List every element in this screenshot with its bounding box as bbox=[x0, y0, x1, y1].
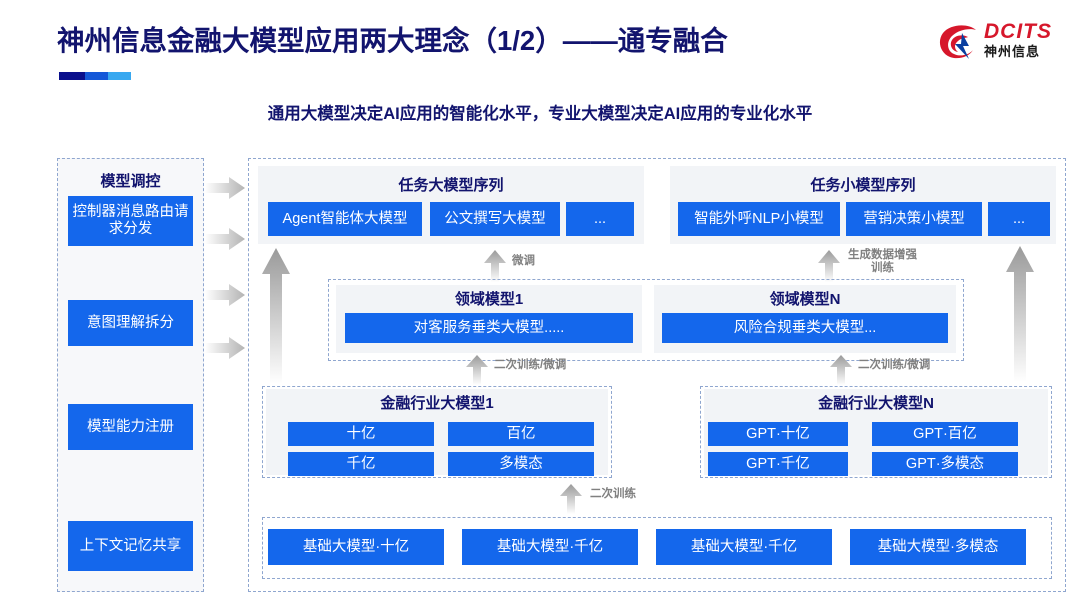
sidebar-item-capability-registry[interactable]: 模型能力注册 bbox=[68, 404, 193, 450]
arrow-label-retrain: 二次训练 bbox=[590, 488, 636, 500]
task-small-item-more[interactable]: ... bbox=[988, 202, 1050, 236]
flow-arrow-right-2 bbox=[205, 228, 245, 250]
industry-right-item-gpt-baiyi[interactable]: GPT·百亿 bbox=[872, 422, 1018, 446]
sidebar-item-intent-understanding[interactable]: 意图理解拆分 bbox=[68, 300, 193, 346]
swirl-logo-icon bbox=[939, 25, 976, 59]
base-model-item-qianyi-1[interactable]: 基础大模型·千亿 bbox=[462, 529, 638, 565]
flow-arrow-right-4 bbox=[205, 337, 245, 359]
task-small-model-title: 任务小模型序列 bbox=[810, 177, 916, 194]
base-model-item-shiyi[interactable]: 基础大模型·十亿 bbox=[268, 529, 444, 565]
arrow-label-data-aug-line2: 训练 bbox=[871, 262, 894, 275]
industry-right-item-gpt-shiyi[interactable]: GPT·十亿 bbox=[708, 422, 848, 446]
arrow-label-data-aug-line1: 生成数据增强 bbox=[848, 249, 917, 261]
logo-brand-text: DCITS bbox=[984, 20, 1052, 43]
industry-left-item-baiyi[interactable]: 百亿 bbox=[448, 422, 594, 446]
page-title: 神州信息金融大模型应用两大理念（1/2）——通专融合 bbox=[57, 25, 728, 56]
base-model-dashed-group bbox=[262, 517, 1052, 579]
sidebar-title: 模型调控 bbox=[100, 173, 161, 190]
flow-arrow-right-3 bbox=[205, 284, 245, 306]
task-small-item-nlp-outbound[interactable]: 智能外呼NLP小模型 bbox=[678, 202, 840, 236]
task-big-item-more[interactable]: ... bbox=[566, 202, 634, 236]
task-big-model-title: 任务大模型序列 bbox=[398, 177, 504, 194]
task-big-item-agent[interactable]: Agent智能体大模型 bbox=[268, 202, 422, 236]
logo-brand-cn-text: 神州信息 bbox=[984, 44, 1041, 59]
flow-arrow-up-retrain bbox=[560, 484, 582, 514]
industry-right-item-gpt-multimodal[interactable]: GPT·多模态 bbox=[872, 452, 1018, 476]
industry-model-left-dashed-group bbox=[262, 386, 612, 478]
industry-right-item-gpt-qianyi[interactable]: GPT·千亿 bbox=[708, 452, 848, 476]
arrow-label-retrain-finetune-left: 二次训练/微调 bbox=[494, 359, 567, 371]
base-model-item-multimodal[interactable]: 基础大模型·多模态 bbox=[850, 529, 1026, 565]
sidebar-item-controller-routing[interactable]: 控制器消息路由请求分发 bbox=[68, 196, 193, 246]
sidebar-item-context-memory-share[interactable]: 上下文记忆共享 bbox=[68, 521, 193, 571]
domain-model-right-item[interactable]: 风险合规垂类大模型... bbox=[662, 313, 948, 343]
logo-wordmark: DCITS 神州信息 bbox=[984, 21, 1052, 60]
page-subtitle: 通用大模型决定AI应用的智能化水平，专业大模型决定AI应用的专业化水平 bbox=[267, 105, 813, 123]
domain-model-right-title: 领域模型N bbox=[769, 291, 841, 308]
industry-model-left-title: 金融行业大模型1 bbox=[380, 395, 494, 412]
task-big-item-doc-writing[interactable]: 公文撰写大模型 bbox=[430, 202, 560, 236]
flow-arrow-up-retrain-finetune-left bbox=[466, 355, 488, 385]
arrow-label-data-augmentation: 生成数据增强 训练 bbox=[848, 249, 917, 275]
industry-left-item-multimodal[interactable]: 多模态 bbox=[448, 452, 594, 476]
flow-arrow-right-1 bbox=[205, 177, 245, 199]
title-underline-accent bbox=[59, 72, 131, 80]
flow-arrow-up-tall-right bbox=[1006, 246, 1034, 382]
arrow-label-retrain-finetune-right: 二次训练/微调 bbox=[858, 359, 931, 371]
architecture-outer-panel bbox=[248, 158, 1066, 592]
flow-arrow-up-tall-left bbox=[262, 248, 290, 384]
arrow-label-finetune: 微调 bbox=[512, 255, 535, 267]
domain-model-dashed-group bbox=[328, 279, 964, 361]
industry-left-item-shiyi[interactable]: 十亿 bbox=[288, 422, 434, 446]
industry-model-right-title: 金融行业大模型N bbox=[818, 395, 934, 412]
flow-arrow-up-retrain-finetune-right bbox=[830, 355, 852, 385]
page-header: 神州信息金融大模型应用两大理念（1/2）——通专融合 bbox=[0, 0, 1080, 100]
dcits-logo: DCITS 神州信息 bbox=[938, 20, 1066, 72]
domain-model-left-title: 领域模型1 bbox=[454, 291, 524, 308]
industry-model-right-dashed-group bbox=[700, 386, 1052, 478]
base-model-item-qianyi-2[interactable]: 基础大模型·千亿 bbox=[656, 529, 832, 565]
flow-arrow-up-data-augmentation bbox=[818, 250, 840, 282]
task-small-item-marketing-decision[interactable]: 营销决策小模型 bbox=[846, 202, 982, 236]
flow-arrow-up-finetune bbox=[484, 250, 506, 282]
industry-left-item-qianyi[interactable]: 千亿 bbox=[288, 452, 434, 476]
domain-model-left-item[interactable]: 对客服务垂类大模型..... bbox=[345, 313, 633, 343]
